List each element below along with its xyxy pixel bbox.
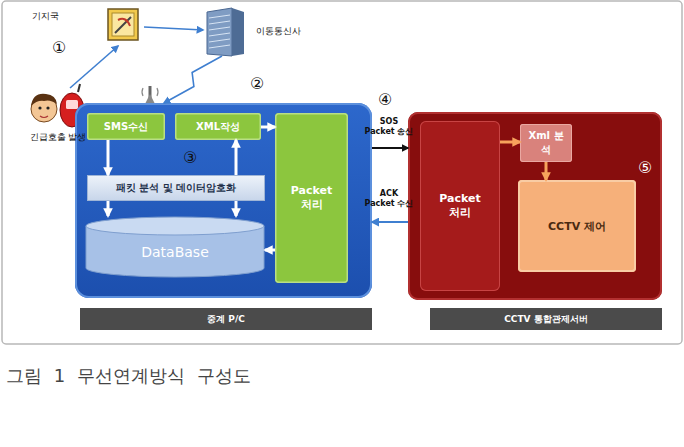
cctv-server-panel: CCTV 통합관제서버Packet 처리Xml 분석CCTV 제어: [408, 112, 662, 300]
base-station-node: 기지국: [28, 6, 144, 46]
flow-arrow: [235, 140, 238, 175]
process-box: Packet 처리: [420, 121, 500, 291]
base-station-frame: [108, 9, 138, 40]
antenna-tower-icon: [142, 86, 158, 104]
node-label: 기지국: [32, 10, 59, 23]
building-front: [207, 8, 232, 56]
flow-arrow: [164, 56, 222, 103]
person-eye: [38, 106, 41, 109]
process-box: XML작성: [175, 113, 261, 140]
flow-arrow: [265, 249, 275, 252]
flow-arrow: [545, 162, 548, 180]
callout-number: ④: [378, 90, 392, 109]
node-label: Xml 분석: [526, 129, 566, 157]
flow-arrow: [372, 221, 408, 223]
building-windows: [209, 15, 230, 48]
base-station-dish: [118, 19, 130, 26]
relay-pc-panel: 중계 P/CSMS수신XML작성Packet 처리패킷 분석 및 데이터암호화D…: [75, 103, 372, 298]
node-label: CCTV 제어: [548, 219, 606, 234]
node-label: 이동통신사: [256, 25, 301, 38]
base-station-panel: [112, 13, 134, 36]
flow-arrow: [235, 201, 238, 216]
flow-arrow: [261, 126, 275, 129]
figure-caption: 그림 1 무선연계방식 구성도: [6, 364, 251, 388]
phone-screen: [66, 100, 78, 109]
node-label: 긴급호출 발생: [30, 131, 87, 144]
process-box: SMS수신: [87, 113, 165, 140]
process-box: Xml 분석: [520, 124, 572, 162]
node-label: Packet 처리: [436, 192, 484, 220]
person-hair: [31, 94, 57, 106]
database-cylinder: DataBase: [85, 216, 265, 278]
flow-arrow: [107, 140, 110, 175]
callout-number: ②: [250, 74, 264, 93]
node-label: 패킷 분석 및 데이터암호화: [116, 182, 236, 195]
node-label: XML작성: [196, 120, 240, 134]
panel-title: CCTV 통합관제서버: [430, 308, 662, 330]
person-icon: [31, 94, 57, 122]
flow-arrow: [144, 27, 203, 30]
antenna-waves: [142, 88, 158, 96]
process-box: Packet 처리: [275, 113, 348, 283]
flow-arrow: [107, 201, 110, 216]
flow-arrow: [500, 141, 520, 144]
base-station-icon: [108, 9, 138, 40]
panel-title: 중계 P/C: [80, 308, 372, 330]
base-station-mast: [115, 17, 131, 33]
edge-group: [70, 27, 546, 250]
process-box: 패킷 분석 및 데이터암호화: [87, 175, 265, 201]
figure-frame: [2, 1, 682, 344]
node-label: SMS수신: [104, 120, 148, 134]
cylinder-top: [86, 217, 264, 235]
phone-antenna: [78, 84, 80, 92]
carrier-node: 이동통신사: [203, 6, 303, 56]
building-icon: [207, 8, 244, 56]
flow-arrow: [372, 147, 408, 149]
process-box: CCTV 제어: [518, 180, 636, 272]
person-mouth: [40, 116, 48, 118]
node-label: Packet 처리: [289, 184, 334, 212]
building-side: [232, 8, 244, 56]
person-eye: [46, 106, 49, 109]
flow-arrow: [70, 46, 118, 88]
callout-number: ①: [52, 38, 66, 57]
node-label: DataBase: [141, 244, 209, 260]
